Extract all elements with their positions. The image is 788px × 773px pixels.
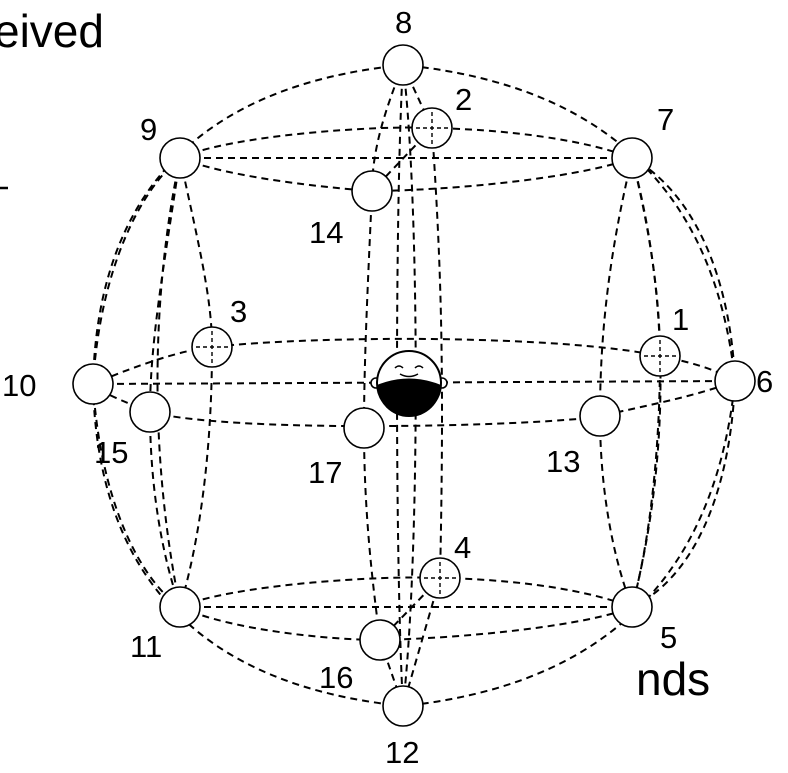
node-circle (579, 395, 621, 437)
node-1: 1 (639, 302, 689, 377)
node-11: 11 (130, 586, 201, 664)
node-circle (382, 44, 424, 86)
node-13: 13 (546, 395, 621, 479)
node-circle (611, 586, 653, 628)
node-label: 8 (395, 5, 412, 40)
node-15: 15 (94, 391, 171, 470)
node-16: 16 (319, 619, 401, 695)
node-10: 10 (2, 363, 114, 405)
node-label: 10 (2, 368, 36, 403)
node-circle (159, 586, 201, 628)
node-circle (382, 685, 424, 727)
node-label: 2 (455, 82, 472, 117)
node-circle (714, 360, 756, 402)
text-fragment-bottom: nds (636, 653, 710, 705)
node-8: 8 (382, 5, 424, 86)
text-fragment-top: eived (0, 5, 104, 57)
node-circle (359, 619, 401, 661)
node-17: 17 (308, 407, 385, 490)
node-7: 7 (611, 102, 674, 179)
node-label: 3 (230, 294, 247, 329)
node-label: 11 (130, 629, 162, 664)
node-circle (351, 170, 393, 212)
node-label: 17 (308, 455, 342, 490)
node-9: 9 (140, 112, 201, 179)
node-label: 14 (309, 215, 343, 250)
listener-head-icon (370, 350, 448, 417)
node-label: 9 (140, 112, 157, 147)
node-label: 12 (385, 735, 419, 770)
node-12: 12 (382, 685, 424, 770)
node-label: 6 (756, 364, 773, 399)
node-4: 4 (419, 530, 471, 599)
node-circle (129, 391, 171, 433)
node-label: 5 (660, 620, 677, 655)
node-circle (611, 137, 653, 179)
node-label: 1 (672, 302, 689, 337)
node-circle (343, 407, 385, 449)
node-label: 4 (454, 530, 471, 565)
node-3: 3 (191, 294, 247, 368)
node-5: 5 (611, 586, 677, 655)
node-label: 7 (657, 102, 674, 137)
node-6: 6 (714, 360, 773, 402)
node-label: 15 (94, 435, 128, 470)
node-label: 13 (546, 444, 580, 479)
node-circle (72, 363, 114, 405)
node-label: 16 (319, 660, 353, 695)
node-14: 14 (309, 170, 393, 250)
node-2: 2 (411, 82, 472, 149)
node-circle (159, 137, 201, 179)
